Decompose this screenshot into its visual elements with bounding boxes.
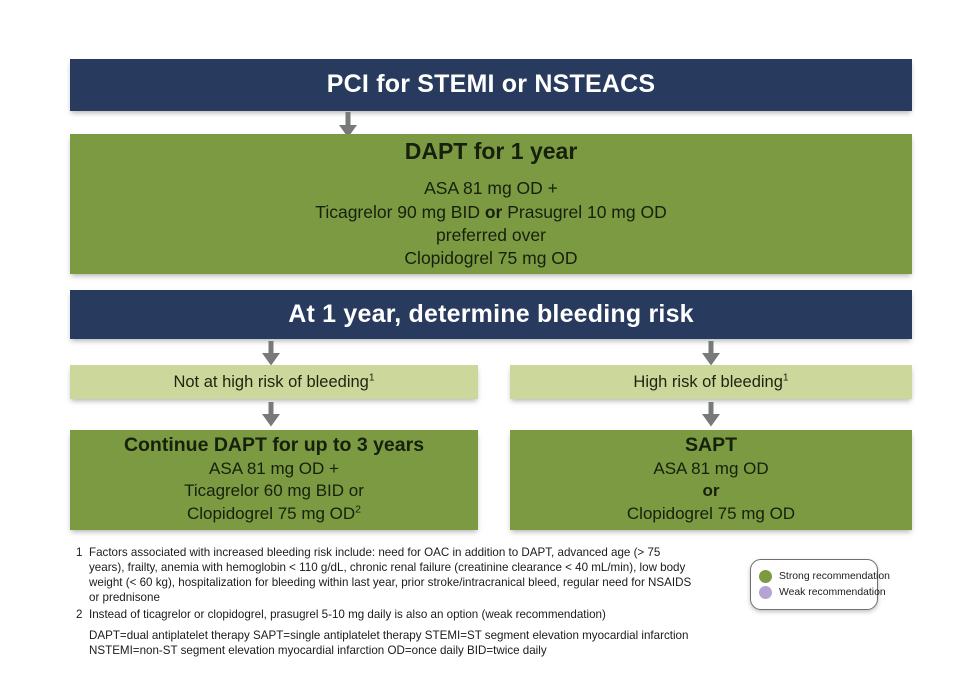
legend-item-weak: Weak recommendation: [759, 586, 886, 599]
node-outcome-right-or: or: [702, 481, 720, 501]
node-decision-header: At 1 year, determine bleeding risk: [70, 290, 912, 339]
node-dapt-line-2-or: or: [484, 201, 503, 222]
node-dapt-line-2-pre: Ticagrelor 90 mg BID: [315, 201, 485, 222]
node-branch-right-footnote-ref: 1: [782, 372, 789, 384]
arrow-down-right-outcome: [700, 402, 722, 427]
footnote-2-number: 2: [76, 608, 83, 622]
node-pci-header-title: PCI for STEMI or NSTEACS: [326, 70, 656, 99]
footnote-2-text: Instead of ticagrelor or clopidogrel, pr…: [89, 608, 606, 622]
arrow-down-1: [337, 112, 359, 138]
node-outcome-left-line-1: ASA 81 mg OD +: [209, 458, 339, 478]
node-outcome-left-footnote-ref: 2: [355, 503, 362, 516]
node-dapt-line-3: preferred over: [436, 224, 546, 245]
node-branch-not-high-risk: Not at high risk of bleeding1: [70, 365, 478, 399]
node-dapt-line-1: ASA 81 mg OD +: [424, 178, 558, 199]
node-outcome-left-heading: Continue DAPT for up to 3 years: [123, 434, 425, 457]
node-branch-right-text: High risk of bleeding: [633, 372, 783, 391]
node-dapt-1-year: DAPT for 1 year ASA 81 mg OD + Ticagrelo…: [70, 134, 912, 274]
abbreviations-text: DAPT=dual antiplatelet therapy SAPT=sing…: [89, 629, 689, 658]
node-branch-left-text: Not at high risk of bleeding: [173, 372, 369, 391]
node-outcome-left-line-3-text: Clopidogrel 75 mg OD: [186, 504, 356, 523]
arrow-down-right-branch: [700, 341, 722, 366]
node-dapt-heading: DAPT for 1 year: [404, 137, 578, 164]
legend-item-weak-label: Weak recommendation: [779, 587, 886, 598]
node-outcome-right-heading: SAPT: [684, 434, 737, 457]
node-branch-left-label: Not at high risk of bleeding1: [173, 372, 375, 392]
footnote-2: 2 Instead of ticagrelor or clopidogrel, …: [76, 607, 696, 622]
node-outcome-right-line-2: or: [703, 480, 720, 503]
node-branch-high-risk: High risk of bleeding1: [510, 365, 912, 399]
legend-item-strong: Strong recommendation: [759, 570, 890, 583]
node-outcome-left-line-3: Clopidogrel 75 mg OD2: [187, 503, 361, 526]
node-outcome-right-line-1: ASA 81 mg OD: [653, 458, 769, 478]
node-decision-header-title: At 1 year, determine bleeding risk: [288, 299, 694, 328]
footnotes: 1 Factors associated with increased blee…: [76, 545, 696, 624]
node-outcome-continue-dapt: Continue DAPT for up to 3 years ASA 81 m…: [70, 430, 478, 530]
footnote-1-number: 1: [76, 546, 83, 559]
node-branch-left-footnote-ref: 1: [368, 372, 375, 384]
node-dapt-line-4: Clopidogrel 75 mg OD: [404, 248, 578, 269]
node-branch-right-label: High risk of bleeding1: [633, 372, 789, 392]
node-outcome-right-line-3: Clopidogrel 75 mg OD: [626, 504, 796, 523]
node-outcome-sapt: SAPT ASA 81 mg OD or Clopidogrel 75 mg O…: [510, 430, 912, 530]
circle-icon: [759, 586, 772, 599]
node-dapt-line-2-post: Prasugrel 10 mg OD: [502, 201, 667, 222]
footnote-1: 1 Factors associated with increased blee…: [76, 545, 696, 605]
node-pci-header: PCI for STEMI or NSTEACS: [70, 59, 912, 111]
node-dapt-line-2: Ticagrelor 90 mg BID or Prasugrel 10 mg …: [315, 201, 666, 224]
legend-item-strong-label: Strong recommendation: [779, 571, 890, 582]
legend: Strong recommendation Weak recommendatio…: [750, 559, 890, 610]
arrow-down-left-outcome: [260, 402, 282, 427]
arrow-down-left-branch: [260, 341, 282, 366]
node-outcome-left-line-2: Ticagrelor 60 mg BID or: [184, 481, 364, 501]
footnote-1-text: Factors associated with increased bleedi…: [89, 546, 692, 605]
circle-icon: [759, 570, 772, 583]
